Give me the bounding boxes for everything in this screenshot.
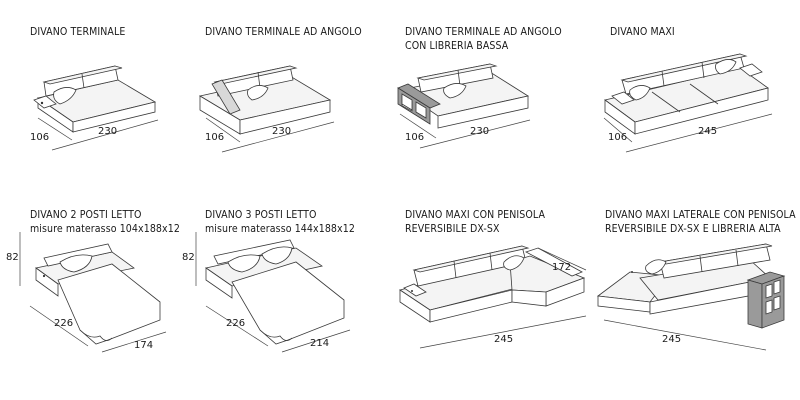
dim-width: 245 bbox=[494, 334, 514, 345]
item-title-line-1: DIVANO 3 POSTI LETTO bbox=[205, 209, 317, 221]
dim-width: 214 bbox=[310, 338, 330, 349]
item-title-line-2: REVERSIBILE DX-SX E LIBRERIA ALTA bbox=[605, 223, 781, 235]
item-title-line-1: DIVANO 2 POSTI LETTO bbox=[30, 209, 142, 221]
item-title-line-2: misure materasso 144x188x12 bbox=[205, 223, 355, 235]
item-title-line-2: misure materasso 104x188x12 bbox=[30, 223, 180, 235]
item-title: DIVANO TERMINALE AD ANGOLO bbox=[205, 26, 362, 38]
dim-depth: 106 bbox=[30, 132, 50, 143]
item-title: DIVANO TERMINALE bbox=[30, 26, 126, 38]
dim-height: 82 bbox=[6, 252, 19, 263]
dim-depth: 172 bbox=[552, 262, 572, 273]
dim-depth: 226 bbox=[54, 318, 74, 329]
dim-height: 82 bbox=[182, 252, 195, 263]
dim-depth: 106 bbox=[205, 132, 225, 143]
item-title-line-1: DIVANO TERMINALE AD ANGOLO bbox=[405, 26, 562, 38]
dim-width: 230 bbox=[470, 126, 490, 137]
dim-depth: 226 bbox=[226, 318, 246, 329]
dim-width: 230 bbox=[272, 126, 292, 137]
dim-depth: 106 bbox=[608, 132, 628, 143]
dim-width: 245 bbox=[698, 126, 718, 137]
item-title-line-1: DIVANO MAXI CON PENISOLA bbox=[405, 209, 546, 221]
item-title-line-1: DIVANO MAXI LATERALE CON PENISOLA bbox=[605, 209, 796, 221]
item-title: DIVANO MAXI bbox=[610, 26, 675, 38]
dim-depth: 106 bbox=[405, 132, 425, 143]
dim-width: 174 bbox=[134, 340, 154, 351]
item-title-line-2: CON LIBRERIA BASSA bbox=[405, 40, 509, 52]
dim-width: 230 bbox=[98, 126, 118, 137]
dim-width: 245 bbox=[662, 334, 682, 345]
item-title-line-2: REVERSIBILE DX-SX bbox=[405, 223, 500, 235]
